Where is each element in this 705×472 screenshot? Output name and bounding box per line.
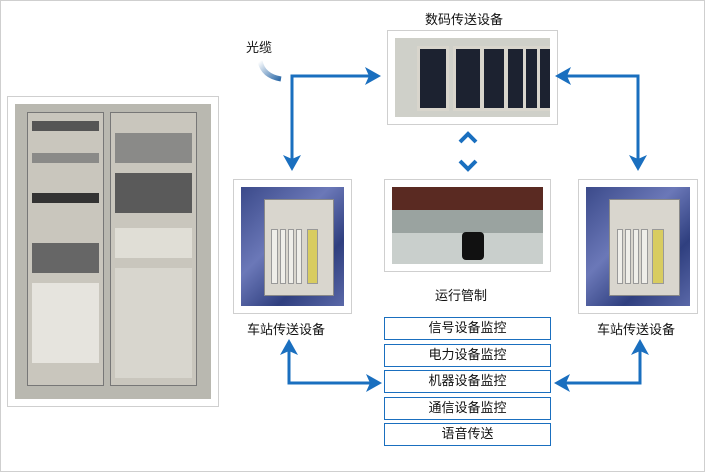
rack-photo — [7, 96, 219, 407]
chevron-down-icon — [458, 159, 478, 172]
arrowhead-left-icon — [555, 67, 571, 85]
chevron-up-icon — [458, 131, 478, 144]
chair — [462, 232, 484, 260]
station-right-photo — [578, 179, 698, 314]
digital-transmission-label: 数码传送设备 — [425, 13, 504, 28]
station-right-label: 车站传送设备 — [597, 323, 676, 338]
arrowhead-up-icon — [631, 339, 649, 355]
control-room-photo — [384, 179, 551, 272]
operation-control-label: 运行管制 — [435, 289, 488, 304]
arrowhead-down-icon — [629, 155, 647, 171]
monitor-box-machine: 机器设备监控 — [384, 370, 551, 393]
monitor-box-power: 电力设备监控 — [384, 344, 551, 367]
arrowhead-right-icon — [366, 374, 382, 392]
monitor-box-voice: 语音传送 — [384, 423, 551, 446]
arrow-line-top-left — [290, 74, 371, 161]
arrowhead-up-icon — [280, 339, 298, 355]
monitor-box-signal: 信号设备监控 — [384, 317, 551, 340]
station-left-label: 车站传送设备 — [247, 323, 326, 338]
cable-curve-icon — [257, 60, 282, 82]
station-left-photo — [233, 179, 352, 314]
optical-cable-label: 光缆 — [246, 41, 273, 56]
arrow-line-top-right — [567, 74, 640, 161]
digital-transmission-photo — [387, 30, 558, 125]
arrowhead-right-icon — [365, 67, 381, 85]
monitor-box-communication: 通信设备监控 — [384, 397, 551, 420]
arrow-line-bottom-left — [287, 349, 373, 385]
arrowhead-left-icon — [554, 374, 570, 392]
arrow-line-bottom-right — [563, 349, 642, 385]
arrowhead-down-icon — [283, 155, 301, 171]
